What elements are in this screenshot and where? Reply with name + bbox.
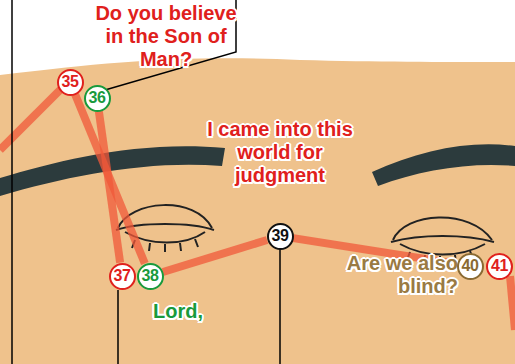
callout-number: 41 — [486, 253, 513, 280]
speech-text: Do you believe in the Son of Man? — [88, 2, 244, 71]
number-text: 39 — [272, 228, 289, 244]
number-text: 40 — [462, 258, 479, 274]
number-text: 38 — [142, 268, 159, 284]
right-eyebrow — [372, 144, 515, 186]
speech-text: Lord, — [138, 300, 218, 323]
face-skin — [0, 58, 515, 364]
speech-text: I came into this world for judgment — [190, 118, 370, 187]
speech-text: Are we also blind? — [340, 252, 458, 298]
reading-line — [99, 111, 120, 262]
number-text: 37 — [114, 268, 131, 284]
number-text: 36 — [89, 90, 106, 106]
callout-number: 37 — [109, 263, 136, 290]
number-text: 35 — [62, 74, 79, 90]
callout-number: 40 — [457, 253, 484, 280]
callout-number: 35 — [57, 69, 84, 96]
number-text: 41 — [491, 258, 508, 274]
reading-line — [163, 240, 267, 272]
callout-number: 39 — [267, 223, 294, 250]
reading-line — [75, 94, 145, 263]
callout-number: 38 — [137, 263, 164, 290]
reading-path — [0, 88, 515, 330]
callout-number: 36 — [84, 85, 111, 112]
